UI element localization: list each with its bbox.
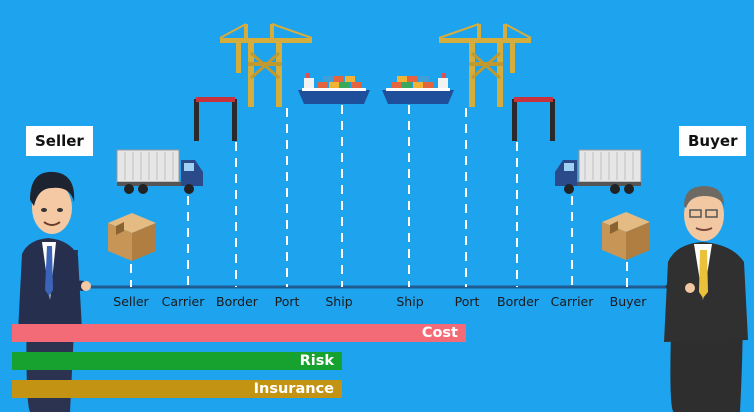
- border-gate-icon: [512, 97, 555, 141]
- stop-label-border: Border: [216, 294, 258, 309]
- border-gate-icon: [194, 97, 237, 141]
- buyer-label: Buyer: [679, 126, 747, 156]
- delivery-truck-icon: [554, 149, 642, 195]
- stop-label-seller: Seller: [113, 294, 149, 309]
- cost-bar: Cost: [12, 324, 466, 342]
- insurance-bar-label: Insurance: [253, 381, 334, 397]
- delivery-truck-icon: [116, 149, 204, 195]
- cardboard-box-icon: [108, 213, 156, 261]
- risk-bar: Risk: [12, 352, 342, 370]
- insurance-bar: Insurance: [12, 380, 342, 398]
- harbor-crane-icon: [437, 22, 533, 109]
- stop-label-ship: Ship: [396, 294, 424, 309]
- stop-label-port: Port: [274, 294, 300, 309]
- cardboard-box-icon: [602, 212, 650, 260]
- cost-bar-label: Cost: [421, 325, 458, 341]
- stop-label-carrier: Carrier: [161, 294, 205, 309]
- seller-character: [18, 171, 91, 412]
- stop-label-border: Border: [497, 294, 539, 309]
- buyer-character: [664, 186, 748, 412]
- stop-label-buyer: Buyer: [609, 294, 647, 309]
- route-dashed-lines: [130, 105, 628, 287]
- container-ship-icon: [382, 73, 454, 104]
- harbor-crane-icon: [218, 22, 314, 109]
- seller-label: Seller: [26, 126, 93, 156]
- stop-label-carrier: Carrier: [550, 294, 594, 309]
- risk-bar-label: Risk: [299, 353, 334, 369]
- stop-label-ship: Ship: [325, 294, 353, 309]
- container-ship-icon: [298, 73, 370, 104]
- stop-label-port: Port: [454, 294, 480, 309]
